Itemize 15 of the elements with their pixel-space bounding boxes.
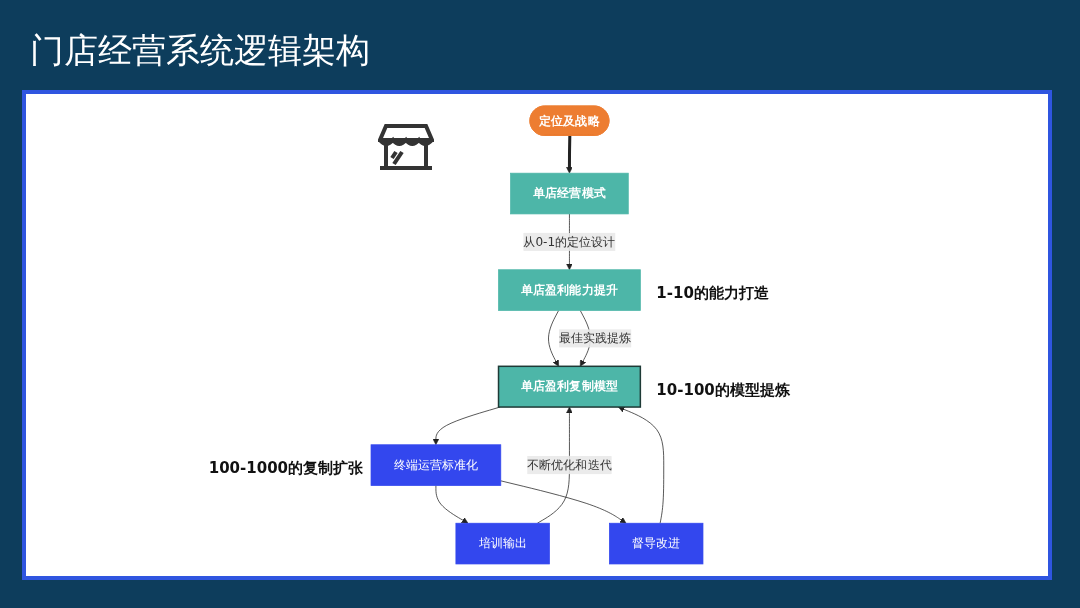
content-panel: 定位及战略 单店经营模式 单店盈利能力提升 单店盈利复制模型 终端运营标准化 培训输出 督导改进 从0-1的定位设计 最佳实践提炼 不断优化和迭代 1-10的能力打造 10-100的模型提炼 100-1000的复制扩张 [22,90,1052,580]
node-box [510,172,629,215]
edge-label: 最佳实践提炼 [558,330,632,346]
edge-label: 不断优化和迭代 [527,457,612,472]
node-box [370,444,502,486]
edge-label: 从0-1的定位设计 [523,234,616,249]
slide-title: 门店经营系统逻辑架构 [30,29,370,72]
node-box [455,522,550,565]
arrow [566,135,573,174]
node-box [609,522,704,565]
node-box [497,365,642,408]
node-box [498,269,641,311]
side-note: 10-100的模型提炼 [656,380,790,400]
side-note: 1-10的能力打造 [656,284,769,304]
side-note: 100-1000的复制扩张 [208,459,363,479]
